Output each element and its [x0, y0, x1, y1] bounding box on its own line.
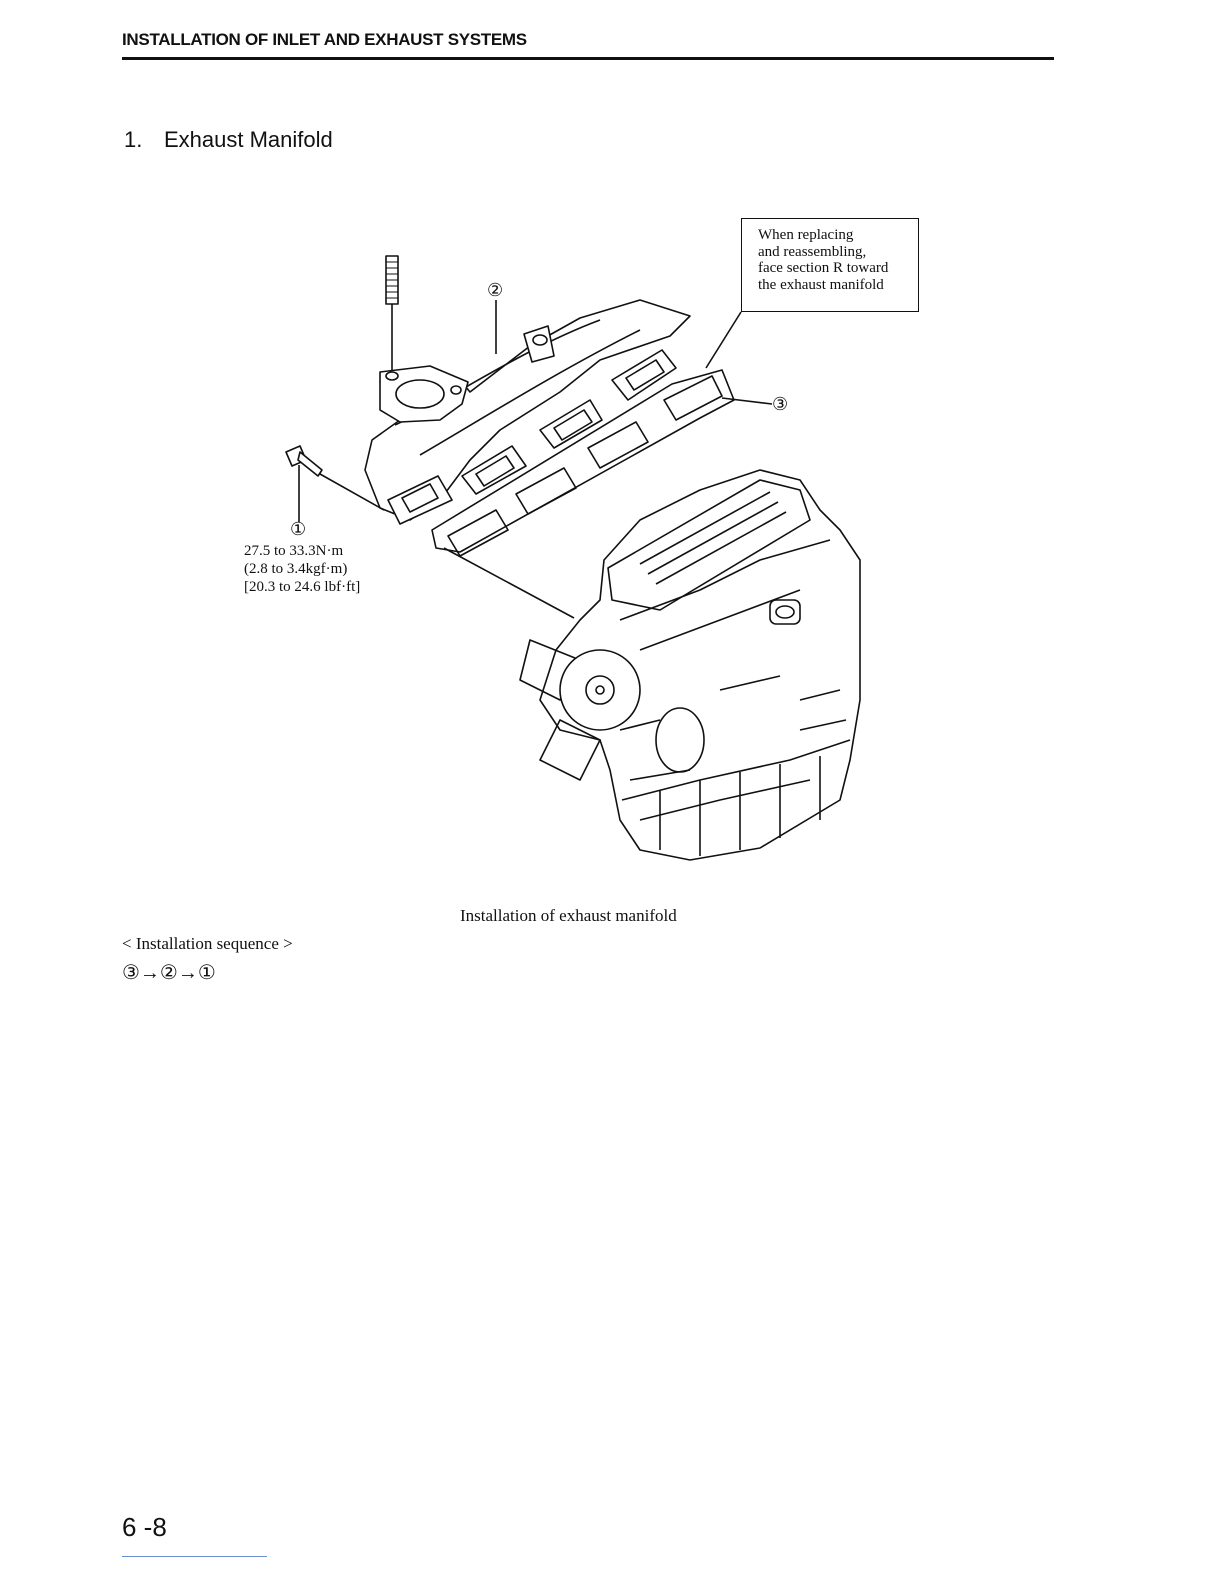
figure-caption: Installation of exhaust manifold: [460, 906, 677, 926]
torque-line: (2.8 to 3.4kgf·m): [244, 560, 360, 578]
note-line: face section R toward: [758, 260, 918, 277]
note-line: and reassembling,: [758, 244, 918, 261]
exhaust-manifold-diagram: [0, 0, 1224, 900]
torque-line: [20.3 to 24.6 lbf·ft]: [244, 578, 360, 596]
replacement-note: When replacing and reassembling, face se…: [741, 218, 919, 312]
torque-spec: 27.5 to 33.3N·m (2.8 to 3.4kgf·m) [20.3 …: [244, 542, 360, 596]
installation-sequence-steps: ③→②→①: [122, 960, 216, 985]
footer-line: [122, 1556, 267, 1557]
installation-sequence-label: < Installation sequence >: [122, 934, 293, 954]
torque-line: 27.5 to 33.3N·m: [244, 542, 360, 560]
callout-one: ①: [290, 519, 306, 540]
page-number: 6 -8: [122, 1512, 167, 1543]
note-line: When replacing: [758, 227, 918, 244]
callout-three: ③: [772, 394, 788, 415]
note-line: the exhaust manifold: [758, 277, 918, 294]
callout-two: ②: [487, 280, 503, 301]
